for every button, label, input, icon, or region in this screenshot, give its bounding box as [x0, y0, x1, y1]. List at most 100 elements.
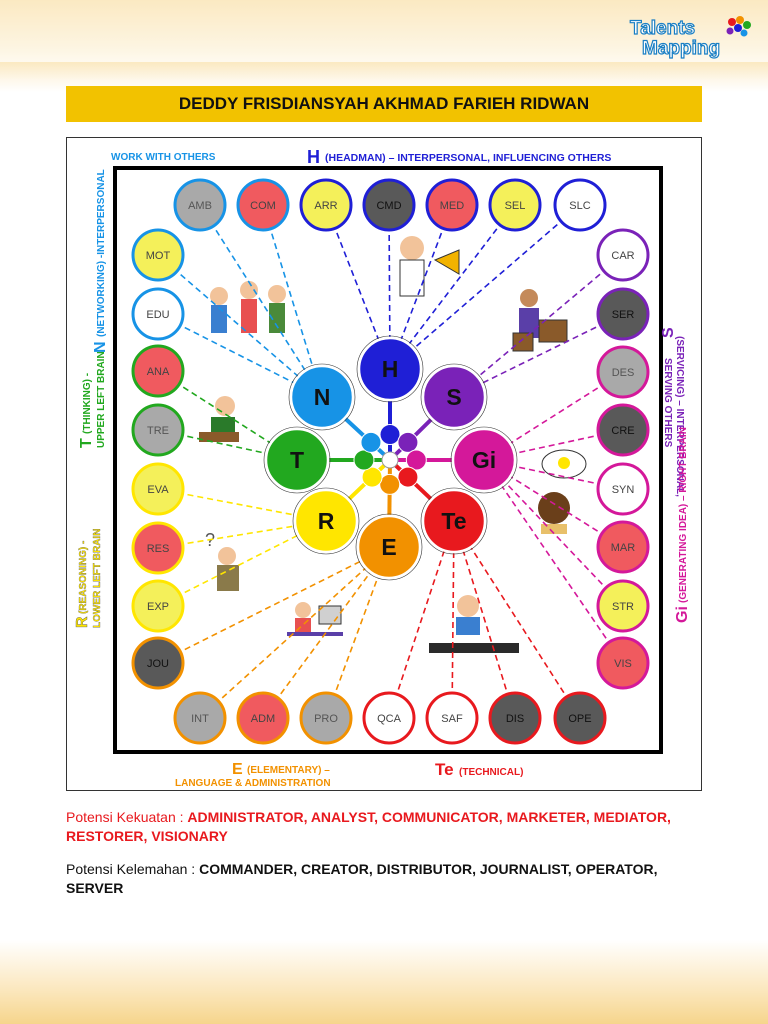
- connector-amb: [199, 204, 323, 398]
- trait-circle-des: [596, 345, 650, 399]
- talents-mapping-logo: Talents Mapping: [629, 14, 760, 74]
- trait-circle-com: [236, 178, 290, 232]
- cluster-circle-te: [421, 488, 487, 554]
- cluster-label-r: R: [318, 508, 335, 534]
- team-people-illustration: [210, 281, 286, 333]
- cluster-label-t: T: [290, 447, 304, 473]
- label-h-text: (HEADMAN) – INTERPERSONAL, INFLUENCING O…: [325, 152, 611, 164]
- trait-circle-arr: [299, 178, 353, 232]
- connector-exp: [157, 520, 327, 607]
- label-r-group: R (REASONING) - LOWER LEFT BRAIN: [74, 528, 103, 628]
- cluster-circle-h: [357, 336, 423, 402]
- label-n-group: N (NETWORKING) -INTERPERSONAL: [92, 169, 109, 353]
- label-s-text2: SERVING OTHERS: [662, 358, 673, 448]
- cluster-circle-s: [421, 364, 487, 430]
- trait-circle-res: [131, 521, 185, 575]
- label-e-letter: E: [232, 761, 243, 778]
- cluster-label-s: S: [446, 384, 461, 410]
- trait-circle-sel: [488, 178, 542, 232]
- talents-diagram-svg: WORK WITH OTHERS H (HEADMAN) – INTERPERS…: [74, 147, 691, 789]
- potensi-kelemahan: Potensi Kelemahan : COMMANDER, CREATOR, …: [66, 860, 706, 898]
- label-t-text2: UPPER LEFT BRAIN: [96, 351, 107, 448]
- trait-label-int: INT: [191, 713, 209, 725]
- trait-circle-dis: [488, 691, 542, 745]
- cluster-label-gi: Gi: [472, 447, 496, 473]
- connector-ana: [157, 370, 298, 461]
- cluster-circle-outline-r: [292, 487, 360, 555]
- student-desk-illustration: [199, 396, 239, 442]
- label-work-with-others: WORK WITH OTHERS: [111, 152, 216, 163]
- connector-slc: [389, 204, 581, 370]
- potensi-kelemahan-value: COMMANDER, CREATOR, DISTRIBUTOR, JOURNAL…: [66, 861, 658, 896]
- connector-dis: [453, 520, 516, 719]
- label-e-text1: (ELEMENTARY) –: [247, 765, 330, 776]
- cluster-circle-outline-t: [263, 426, 331, 494]
- trait-label-str: STR: [612, 601, 634, 613]
- connector-lines: [157, 204, 624, 719]
- connector-des: [483, 371, 624, 461]
- trait-circle-slc: [553, 178, 607, 232]
- connector-mot: [157, 254, 323, 398]
- label-gi-group: Gi (GENERATING IDEA) – RIGHT BRAIN: [674, 427, 691, 623]
- inner-frame: [113, 166, 663, 754]
- hub-core: [381, 451, 399, 469]
- hub-hexagon-gi: [405, 449, 427, 471]
- connector-qca: [388, 520, 455, 719]
- connector-com: [262, 204, 323, 398]
- label-gi-letter: Gi: [674, 606, 691, 623]
- trait-circle-mar: [596, 520, 650, 574]
- potensi-kelemahan-label: Potensi Kelemahan :: [66, 861, 200, 877]
- label-te-letter: Te: [435, 760, 454, 779]
- connector-mar: [483, 459, 624, 548]
- trait-label-med: MED: [440, 200, 465, 212]
- hub-hexagon-te: [397, 466, 419, 488]
- potensi-kekuatan: Potensi Kekuatan : ADMINISTRATOR, ANALYS…: [66, 808, 706, 846]
- trait-label-edu: EDU: [146, 309, 169, 321]
- cluster-circle-outline-te: [420, 487, 488, 555]
- trait-circle-adm: [236, 691, 290, 745]
- trait-circle-car: [596, 228, 650, 282]
- label-r-text1: (REASONING) -: [78, 541, 89, 614]
- trait-label-mar: MAR: [611, 542, 636, 554]
- page-title: DEDDY FRISDIANSYAH AKHMAD FARIEH RIDWAN: [66, 86, 702, 122]
- label-s-group: (SERVICING) – INTERPERSONAL, SERVING OTH…: [662, 336, 685, 497]
- connector-ope: [453, 520, 581, 719]
- hub-hexagon-h: [379, 424, 401, 446]
- trait-circle-mot: [131, 228, 185, 282]
- cluster-circle-outline-gi: [450, 426, 518, 494]
- trait-circle-cre: [596, 403, 650, 457]
- trait-circle-ope: [553, 691, 607, 745]
- label-s-letter: S: [660, 327, 677, 338]
- trait-circle-cmd: [362, 178, 416, 232]
- label-t-text1: (THINKING) -: [82, 373, 93, 434]
- label-te-text: (TECHNICAL): [459, 767, 523, 778]
- trait-label-cmd: CMD: [376, 200, 401, 212]
- trait-circle-vis: [596, 636, 650, 690]
- cluster-circle-outline-h: [356, 335, 424, 403]
- cluster-circle-gi: [451, 427, 517, 493]
- trait-label-car: CAR: [611, 250, 634, 262]
- trait-circle-amb: [173, 178, 227, 232]
- trait-circle-ana: [131, 344, 185, 398]
- technician-illustration: [429, 595, 519, 653]
- trait-label-arr: ARR: [314, 200, 337, 212]
- cluster-label-n: N: [314, 384, 331, 410]
- logo-text-mapping: Mapping: [641, 37, 721, 59]
- trait-circle-ser: [596, 287, 650, 341]
- label-s-letter-group: S: [660, 327, 677, 338]
- trait-label-sel: SEL: [505, 200, 526, 212]
- trait-label-syn: SYN: [612, 484, 635, 496]
- hub-hexagon-r: [361, 466, 383, 488]
- trait-label-vis: VIS: [614, 658, 632, 670]
- hub-hexagon-t: [353, 449, 375, 471]
- trait-circle-qca: [362, 691, 416, 745]
- trait-circle-med: [425, 178, 479, 232]
- trait-label-ana: ANA: [147, 366, 170, 378]
- trait-label-com: COM: [250, 200, 276, 212]
- trait-circle-eva: [131, 462, 185, 516]
- connector-str: [483, 459, 624, 607]
- label-t-letter: T: [78, 438, 95, 448]
- trait-label-amb: AMB: [188, 200, 212, 212]
